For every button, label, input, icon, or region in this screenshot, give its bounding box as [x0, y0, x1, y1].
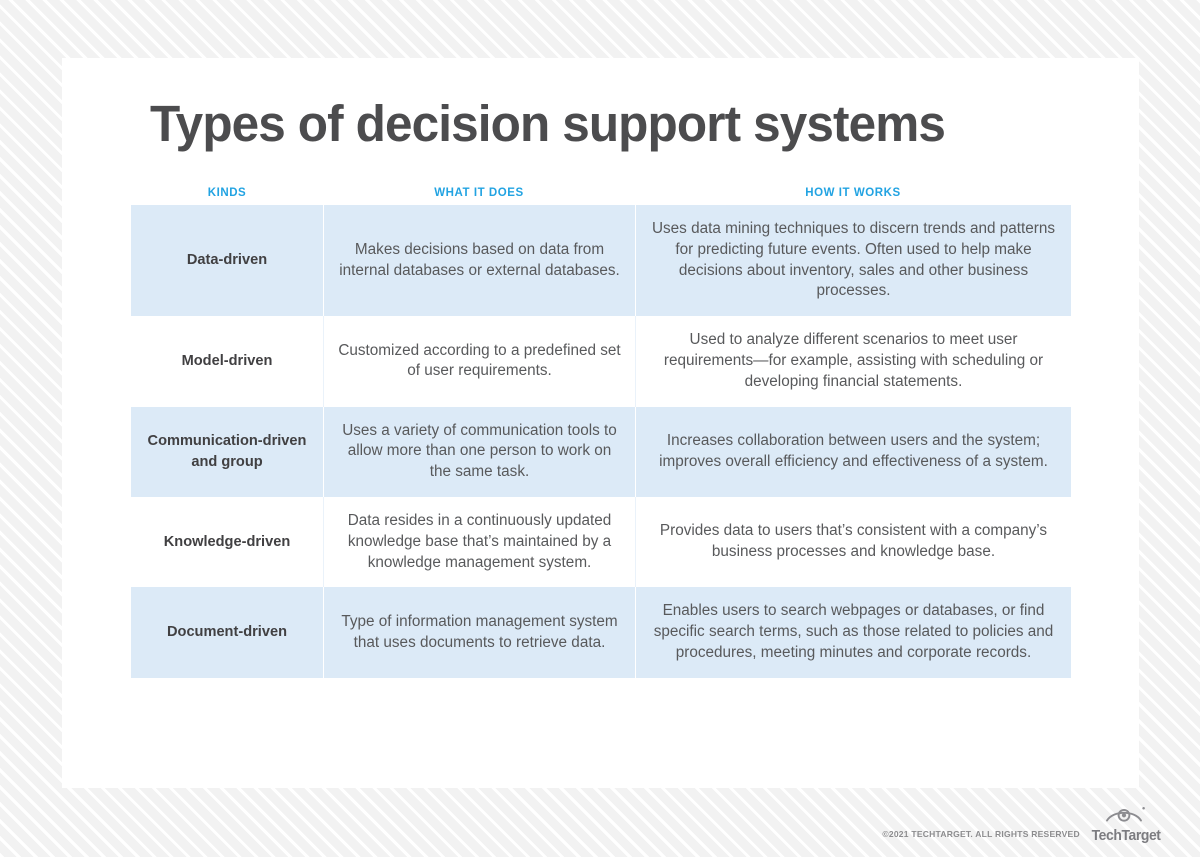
copyright-notice: ©2021 TECHTARGET. ALL RIGHTS RESERVED	[882, 829, 1080, 839]
cell-kind: Model-driven	[181, 353, 273, 370]
cell-kind: Data-driven	[186, 252, 268, 269]
page-title: Types of decision support systems	[150, 95, 946, 152]
cell-kind: Document-driven	[166, 624, 287, 641]
cell-how-it-works: Provides data to users that’s consistent…	[635, 496, 1071, 588]
cell-kind: Knowledge-driven	[163, 533, 291, 550]
cell-how-it-works: Uses data mining techniques to discern t…	[635, 205, 1071, 317]
eye-icon	[1105, 806, 1147, 827]
dss-types-table: KINDS WHAT IT DOES HOW IT WORKS Data-dri…	[131, 180, 1071, 678]
column-header-how-it-works: HOW IT WORKS	[805, 186, 901, 199]
table-row: Data-driven Makes decisions based on dat…	[131, 205, 1071, 317]
table-header-row: KINDS WHAT IT DOES HOW IT WORKS	[131, 180, 1071, 205]
column-header-what-it-does: WHAT IT DOES	[434, 186, 524, 199]
cell-how-it-works: Used to analyze different scenarios to m…	[635, 316, 1071, 407]
cell-what-it-does: Type of information management system th…	[323, 587, 635, 678]
techtarget-logo: TechTarget	[1089, 806, 1163, 843]
footer: ©2021 TECHTARGET. ALL RIGHTS RESERVED Te…	[882, 806, 1163, 843]
table-row: Model-driven Customized according to a p…	[131, 316, 1071, 407]
cell-how-it-works: Enables users to search webpages or data…	[635, 587, 1071, 678]
column-header-kinds: KINDS	[207, 186, 247, 199]
cell-what-it-does: Makes decisions based on data from inter…	[323, 205, 635, 317]
content-card: Types of decision support systems KINDS …	[62, 58, 1139, 788]
table-row: Document-driven Type of information mana…	[131, 587, 1071, 678]
cell-what-it-does: Customized according to a predefined set…	[323, 316, 635, 407]
table-row: Knowledge-driven Data resides in a conti…	[131, 496, 1071, 588]
cell-what-it-does: Data resides in a continuously updated k…	[323, 496, 635, 588]
brand-wordmark: TechTarget	[1091, 827, 1161, 844]
cell-how-it-works: Increases collaboration between users an…	[635, 406, 1071, 497]
cell-what-it-does: Uses a variety of communication tools to…	[323, 406, 635, 497]
table-row: Communication-driven and group Uses a va…	[131, 406, 1071, 497]
cell-kind: Communication-driven and group	[147, 433, 307, 470]
